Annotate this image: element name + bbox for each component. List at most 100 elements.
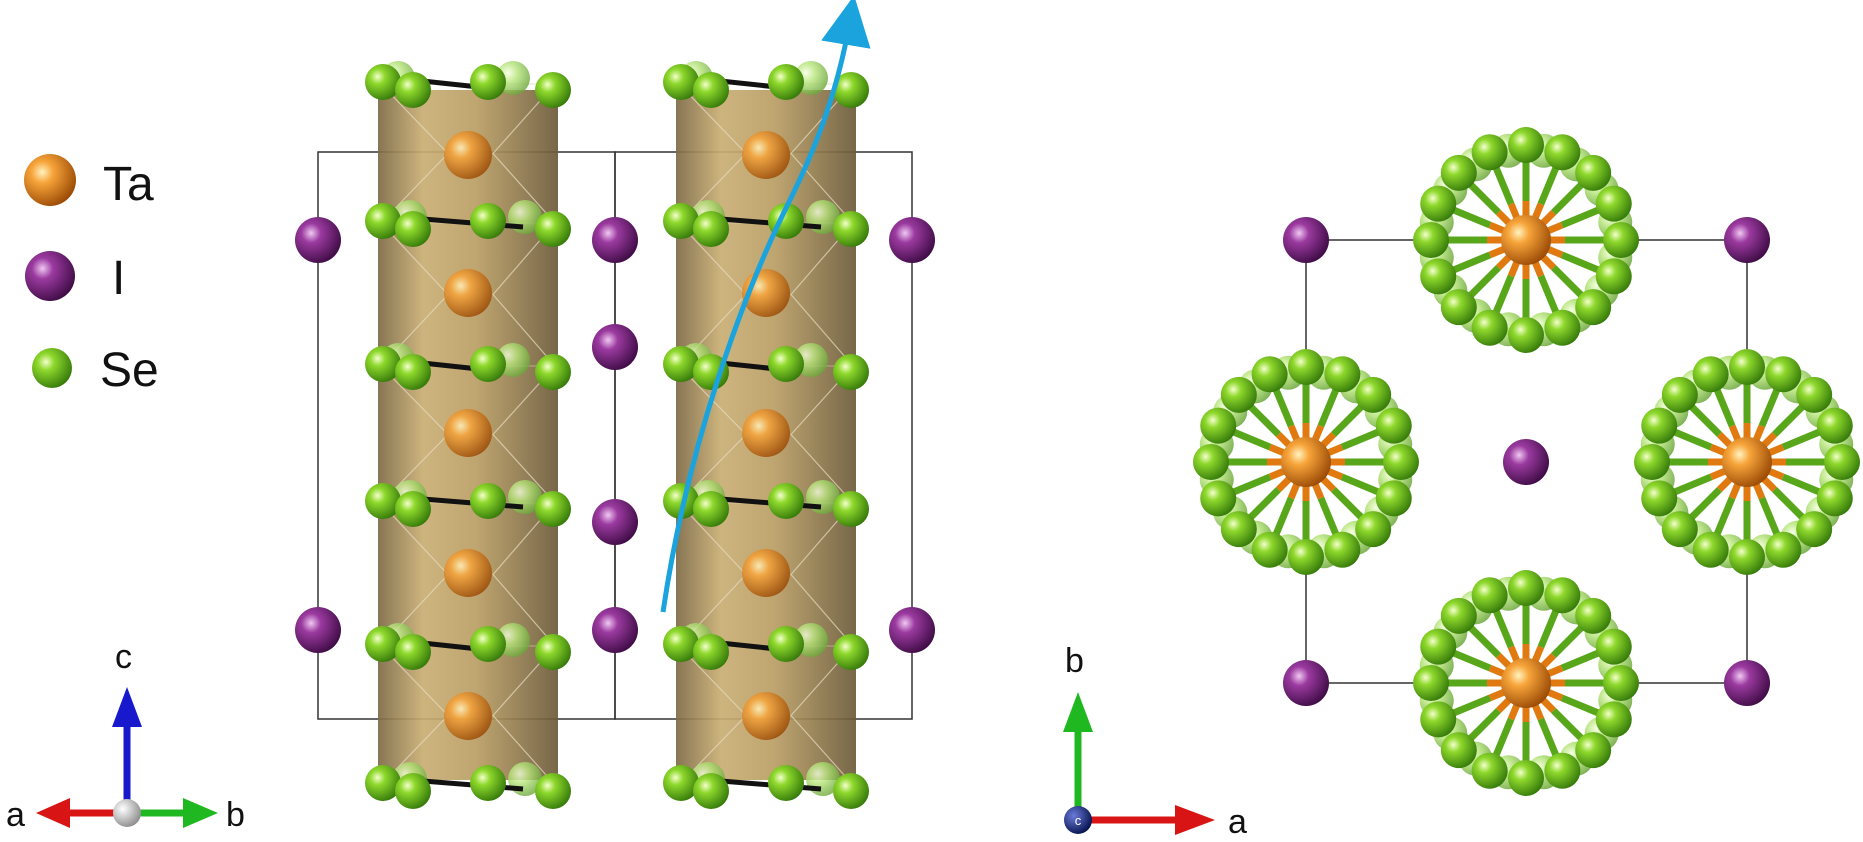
ta-atom bbox=[444, 692, 492, 740]
se-atom bbox=[1729, 539, 1765, 575]
se-atom bbox=[1288, 539, 1324, 575]
se-atom bbox=[1544, 134, 1581, 171]
legend-se-swatch bbox=[32, 348, 72, 388]
legend: Ta I Se bbox=[24, 154, 159, 397]
ta-se-bond bbox=[1331, 487, 1364, 520]
ta-se-bond bbox=[1232, 428, 1272, 451]
se-atom bbox=[1641, 407, 1678, 444]
se-atom bbox=[1692, 531, 1729, 568]
se-atom bbox=[1413, 222, 1449, 258]
se-atom bbox=[1595, 628, 1632, 665]
ta-se-bond bbox=[1537, 166, 1560, 206]
iodine-atom bbox=[1724, 660, 1770, 706]
se-atom bbox=[535, 72, 571, 108]
se-atom bbox=[768, 346, 804, 382]
legend-ta-label: Ta bbox=[103, 158, 154, 211]
ta-se-bond bbox=[1781, 473, 1821, 496]
se-atom bbox=[1440, 154, 1477, 191]
ta-se-bond bbox=[1689, 404, 1722, 437]
se-atom bbox=[1661, 376, 1698, 413]
se-atom bbox=[833, 72, 869, 108]
se-atom bbox=[1471, 577, 1508, 614]
se-atom bbox=[663, 626, 699, 662]
se-atom bbox=[395, 72, 431, 108]
axes-indicator-top: c b a bbox=[1063, 642, 1247, 841]
se-atom bbox=[1413, 665, 1449, 701]
se-atom bbox=[1420, 628, 1457, 665]
axis-b-label: b bbox=[1065, 642, 1084, 680]
polyhedron-edge bbox=[790, 83, 854, 224]
polyhedron-edge bbox=[492, 222, 556, 367]
se-atom bbox=[833, 773, 869, 809]
ta-atom bbox=[1501, 215, 1551, 265]
se-atom bbox=[1200, 480, 1237, 517]
se-atom bbox=[535, 491, 571, 527]
se-atom bbox=[1193, 444, 1229, 480]
se-atom bbox=[1471, 752, 1508, 789]
top-view-tase4-chains bbox=[1193, 127, 1860, 796]
ta-atom bbox=[742, 409, 790, 457]
iodine-atom bbox=[1283, 660, 1329, 706]
se-atom bbox=[1508, 317, 1544, 353]
se-atom bbox=[535, 211, 571, 247]
se-atom bbox=[1603, 665, 1639, 701]
se-atom bbox=[1288, 349, 1324, 385]
ta-se-bond bbox=[1452, 206, 1492, 229]
se-atom bbox=[1575, 732, 1612, 769]
ta-se-bond bbox=[1772, 487, 1805, 520]
top-view-iodine-atoms bbox=[1283, 217, 1770, 706]
ta-se-bond bbox=[1452, 694, 1492, 717]
side-view-iodine-atoms bbox=[295, 217, 935, 653]
se-atom bbox=[365, 626, 401, 662]
se-atom bbox=[1471, 309, 1508, 346]
ta-atom bbox=[444, 549, 492, 597]
ta-atom bbox=[1722, 437, 1772, 487]
se-atom bbox=[1375, 480, 1412, 517]
se-atom bbox=[693, 354, 729, 390]
se-atom bbox=[535, 354, 571, 390]
ta-se-bond bbox=[1272, 496, 1295, 536]
iodine-atom bbox=[889, 607, 935, 653]
ta-se-bond bbox=[1537, 274, 1560, 314]
se-atom bbox=[1251, 356, 1288, 393]
se-atom bbox=[1220, 376, 1257, 413]
se-atom bbox=[693, 773, 729, 809]
se-atom bbox=[1508, 570, 1544, 606]
se-atom bbox=[1324, 356, 1361, 393]
se-atom bbox=[1816, 407, 1853, 444]
ta-se-bond bbox=[1452, 251, 1492, 274]
ta-se-bond bbox=[1551, 265, 1584, 298]
se-atom bbox=[833, 634, 869, 670]
polyhedron-edge bbox=[790, 222, 854, 367]
ta-se-bond bbox=[1551, 708, 1584, 741]
ta-se-bond bbox=[1537, 717, 1560, 757]
ta-se-bond bbox=[1272, 388, 1295, 428]
ta-se-bond bbox=[1317, 496, 1340, 536]
se-atom bbox=[395, 773, 431, 809]
se-atom bbox=[1324, 531, 1361, 568]
ta-se-bond bbox=[1772, 404, 1805, 437]
se-atom bbox=[1729, 349, 1765, 385]
se-atom bbox=[1544, 577, 1581, 614]
se-atom bbox=[693, 211, 729, 247]
se-atom bbox=[365, 483, 401, 519]
legend-i-label: I bbox=[112, 252, 125, 305]
helical-path-arrow bbox=[660, 0, 871, 613]
ta-se-bond bbox=[1468, 625, 1501, 658]
ta-se-bond bbox=[1340, 428, 1380, 451]
se-atom bbox=[395, 211, 431, 247]
se-atom bbox=[470, 483, 506, 519]
polyhedron-edge bbox=[790, 502, 854, 647]
legend-se-label: Se bbox=[100, 344, 159, 397]
se-atom bbox=[833, 211, 869, 247]
ta-se-bond bbox=[1492, 609, 1515, 649]
ta-se-bond bbox=[1781, 428, 1821, 451]
se-atom bbox=[1595, 701, 1632, 738]
ta-se-bond bbox=[1331, 404, 1364, 437]
se-atom bbox=[768, 483, 804, 519]
ta-se-bond bbox=[1452, 649, 1492, 672]
polyhedron-edge bbox=[790, 645, 854, 786]
ta-se-bond bbox=[1560, 206, 1600, 229]
ta-se-bond bbox=[1340, 473, 1380, 496]
